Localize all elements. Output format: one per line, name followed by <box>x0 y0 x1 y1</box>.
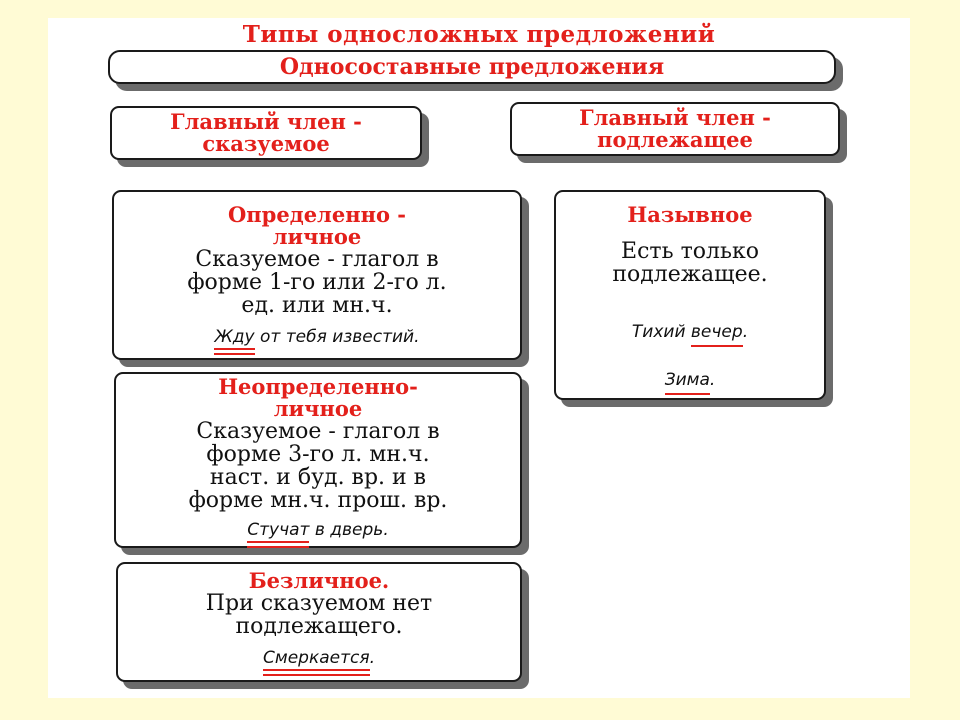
type-nominative-example-1: Тихий вечер. <box>556 322 824 347</box>
type-nominative-box: Назывное Есть только подлежащее. Тихий в… <box>554 190 826 400</box>
example-rest: от тебя известий. <box>254 327 420 347</box>
example-subject-word: вечер <box>690 322 743 347</box>
diagram-sheet: Типы односложных предложений Односоставн… <box>48 18 910 698</box>
example-rest: . <box>709 370 716 390</box>
diagram-title: Типы односложных предложений <box>242 21 716 48</box>
type-nominative-body: Есть только подлежащее. <box>612 239 768 287</box>
type-impersonal-heading: Безличное. <box>248 568 390 593</box>
type-nominative-heading: Назывное <box>627 202 753 227</box>
example-predicate-word: Стучат <box>247 520 310 548</box>
type-impersonal-example: Смеркается. <box>118 648 520 676</box>
type-definite-box: Определенно - личное Сказуемое - глагол … <box>112 190 522 360</box>
example-rest: . <box>742 322 749 342</box>
group-predicate-label: Главный член - сказуемое <box>170 109 362 156</box>
group-predicate-box: Главный член - сказуемое <box>110 106 422 160</box>
example-rest: . <box>369 648 375 668</box>
type-indefinite-box: Неопределенно- личное Сказуемое - глагол… <box>114 372 522 548</box>
type-definite-heading: Определенно - личное <box>227 202 406 249</box>
example-rest: в дверь. <box>309 520 389 540</box>
group-subject-label: Главный член - подлежащее <box>579 105 771 152</box>
group-subject-box: Главный член - подлежащее <box>510 102 840 156</box>
type-impersonal-body: При сказуемом нет подлежащего. <box>205 591 433 639</box>
type-indefinite-body: Сказуемое - глагол в форме 3-го л. мн.ч.… <box>188 419 448 513</box>
example-pre: Тихий <box>631 322 691 342</box>
type-indefinite-example: Стучат в дверь. <box>116 520 520 548</box>
root-label: Односоставные предложения <box>279 54 665 80</box>
type-nominative-example-2: Зима. <box>556 370 824 395</box>
type-definite-body: Сказуемое - глагол в форме 1-го или 2-го… <box>187 247 447 318</box>
root-box: Односоставные предложения <box>108 50 836 84</box>
type-impersonal-box: Безличное. При сказуемом нет подлежащего… <box>116 562 522 682</box>
example-subject-word: Зима <box>664 370 711 395</box>
type-indefinite-heading: Неопределенно- личное <box>218 374 418 421</box>
example-predicate-word: Жду <box>214 327 255 355</box>
type-definite-example: Жду от тебя известий. <box>114 327 520 355</box>
example-predicate-word: Смеркается <box>263 648 370 676</box>
